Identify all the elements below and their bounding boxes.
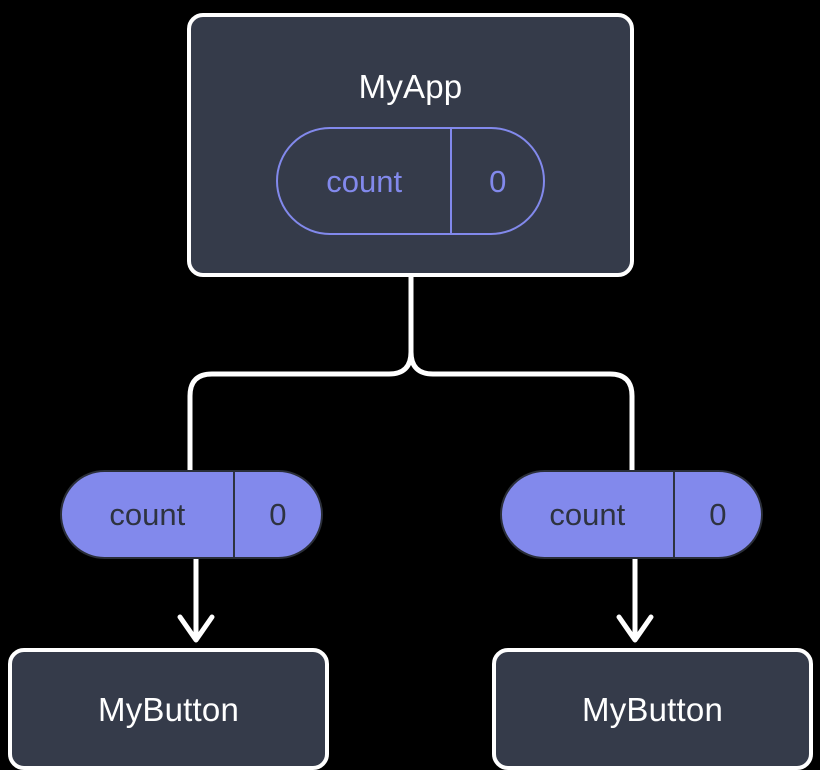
state-pill-key: count: [502, 472, 675, 557]
arrow-right-pill-to-button: [616, 559, 654, 643]
state-pill-value: 0: [269, 497, 287, 532]
component-node-mybutton-left[interactable]: MyButton: [8, 648, 329, 770]
state-pill-myapp[interactable]: count 0: [276, 127, 545, 235]
state-pill-key: count: [278, 129, 453, 233]
component-title-myapp: MyApp: [358, 68, 463, 105]
state-pill-right[interactable]: count 0: [500, 470, 763, 559]
component-title-mybutton-left: MyButton: [98, 690, 239, 728]
state-pill-key: count: [62, 472, 235, 557]
state-pill-value: 0: [489, 163, 507, 199]
component-title-mybutton-right: MyButton: [582, 690, 723, 728]
state-pill-value: 0: [709, 497, 727, 532]
state-pill-left[interactable]: count 0: [60, 470, 323, 559]
arrow-left-pill-to-button: [177, 559, 215, 643]
branch-connector: [187, 274, 635, 473]
component-node-mybutton-right[interactable]: MyButton: [492, 648, 813, 770]
